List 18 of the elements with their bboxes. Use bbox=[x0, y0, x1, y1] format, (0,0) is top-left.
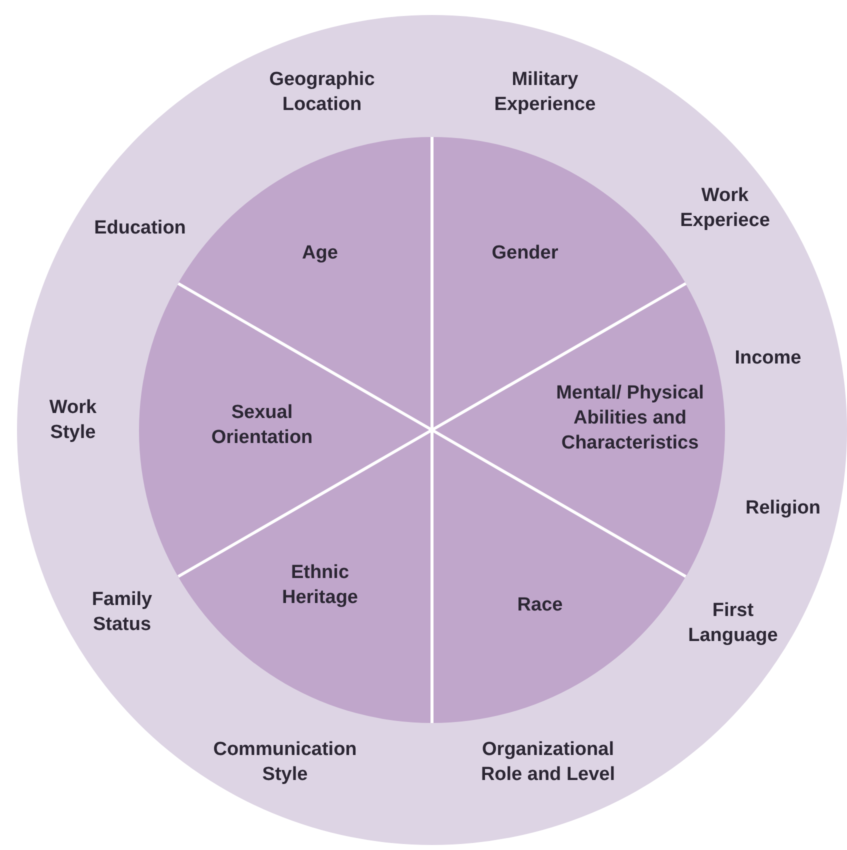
category-label: Work Style bbox=[48, 396, 98, 445]
category-label: Geographic Location bbox=[268, 68, 376, 117]
category-label: Income bbox=[734, 346, 802, 370]
category-label: Religion bbox=[744, 496, 822, 520]
category-label: Age bbox=[301, 242, 339, 266]
category-label: Family Status bbox=[90, 588, 154, 637]
category-label: First Language bbox=[687, 599, 779, 648]
category-label: Military Experience bbox=[493, 68, 597, 117]
category-label: Gender bbox=[490, 242, 560, 266]
category-label: Education bbox=[93, 216, 187, 240]
wheel-sector bbox=[178, 430, 432, 723]
category-label: Communication Style bbox=[212, 738, 358, 787]
category-label: Race bbox=[516, 594, 564, 618]
category-label: Organizational Role and Level bbox=[480, 738, 616, 787]
category-label: Work Experiece bbox=[679, 184, 771, 233]
category-label: Mental/ Physical Abilities and Characteristics bbox=[555, 382, 705, 456]
category-label: Ethnic Heritage bbox=[280, 561, 359, 610]
category-label: Sexual Orientation bbox=[210, 401, 314, 450]
